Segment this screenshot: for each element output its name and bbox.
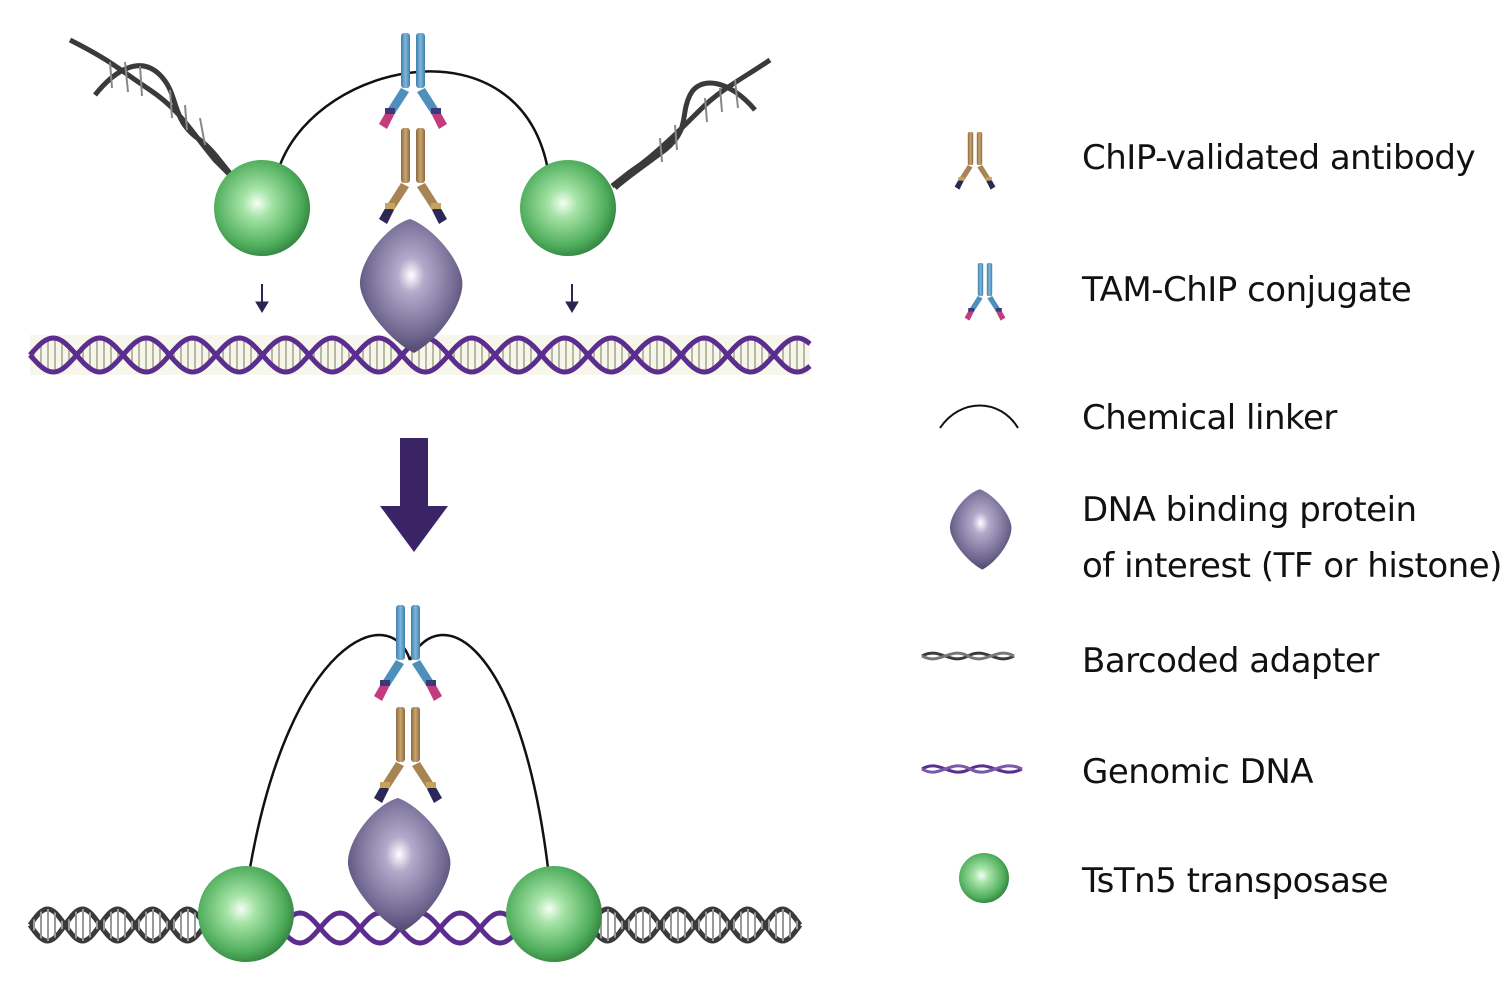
barcoded-adapter-left: [68, 37, 247, 188]
legend-label-conjugate: TAM-ChIP conjugate: [1081, 270, 1411, 310]
legend-label-protein-line2: of interest (TF or histone): [1082, 546, 1500, 586]
legend-label-adapter: Barcoded adapter: [1082, 641, 1379, 681]
dna-binding-protein-bottom: [347, 798, 451, 932]
barcoded-adapter-bottom-left: [27, 906, 212, 944]
tstn5-transposase-bottom-left: [198, 866, 294, 962]
insertion-arrow-left: [255, 284, 269, 313]
dna-binding-protein-icon: [949, 489, 1012, 570]
bottom-panel: [27, 605, 803, 962]
top-panel: [28, 33, 812, 375]
tstn5-transposase-right: [520, 160, 616, 256]
legend-label-transposase: TsTn5 transposase: [1081, 861, 1388, 901]
tam-chip-conjugate: [379, 33, 447, 129]
antibody-icon: [954, 132, 996, 190]
tam-chip-conjugate-icon: [964, 263, 1006, 321]
legend-label-protein-line1: DNA binding protein: [1082, 490, 1417, 530]
tstn5-transposase-icon: [959, 853, 1009, 903]
legend: ChIP-validated antibody TAM-ChIP conjuga…: [921, 132, 1500, 903]
dna-binding-protein: [359, 219, 463, 353]
chip-validated-antibody: [379, 128, 447, 224]
barcoded-adapter-icon: [921, 651, 1015, 661]
barcoded-adapter-bottom-right: [587, 906, 803, 944]
legend-label-antibody: ChIP-validated antibody: [1082, 138, 1475, 178]
legend-label-linker: Chemical linker: [1082, 398, 1337, 438]
insertion-arrow-right: [565, 284, 579, 313]
chip-validated-antibody-bottom: [374, 707, 442, 803]
tstn5-transposase-bottom-right: [506, 866, 602, 962]
chemical-linker: [278, 70, 550, 171]
tstn5-transposase-left: [214, 160, 310, 256]
genomic-dna-icon: [921, 764, 1023, 774]
chemical-linker-icon: [939, 404, 1019, 429]
process-arrow: [380, 438, 448, 552]
legend-label-genomic-dna: Genomic DNA: [1082, 752, 1313, 792]
barcoded-adapter-right: [610, 57, 772, 190]
